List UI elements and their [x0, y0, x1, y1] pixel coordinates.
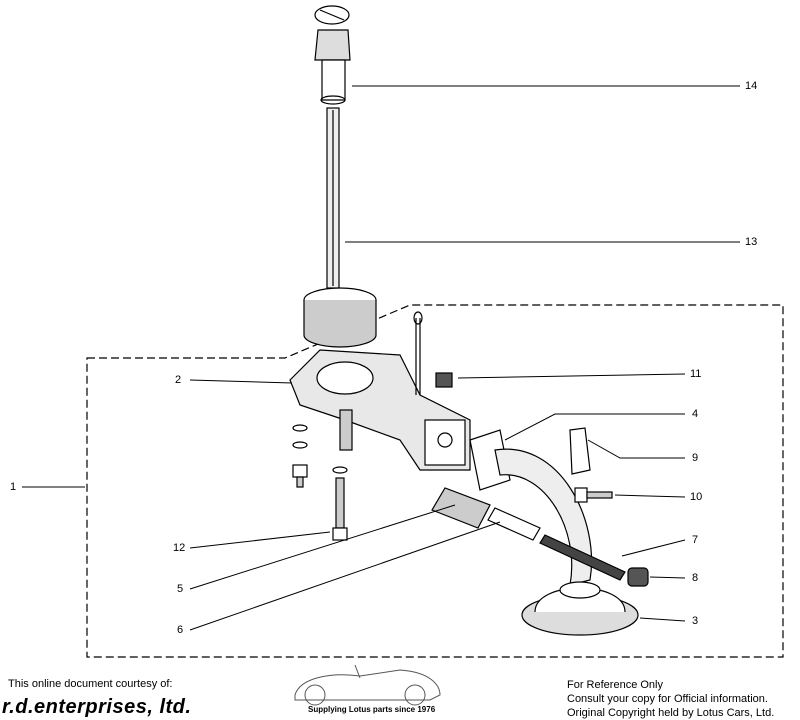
callout-14: 14 [745, 80, 758, 92]
lotus-car-logo [294, 664, 441, 706]
spring-part [539, 534, 626, 581]
rotor-part [303, 287, 377, 348]
mounting-bolts-part [292, 424, 348, 541]
callout-12: 12 [173, 542, 186, 554]
callout-8: 8 [692, 572, 699, 584]
reference-line-2: Consult your copy for Official informati… [567, 693, 768, 705]
reference-line-3: Original Copyright held by Lotus Cars, L… [567, 707, 775, 719]
callout-5: 5 [177, 583, 184, 595]
callout-4: 4 [692, 408, 699, 420]
strainer-part [521, 581, 639, 636]
pump-body-part [289, 349, 471, 471]
callout-9: 9 [692, 452, 699, 464]
tagline: Supplying Lotus parts since 1976 [308, 705, 436, 714]
callout-10: 10 [690, 491, 703, 503]
assembly-boundary [86, 304, 784, 658]
bolt-part [574, 487, 613, 503]
plug-part [435, 372, 453, 388]
callout-13: 13 [745, 236, 758, 248]
split-pin-part [415, 318, 421, 395]
sleeve-part [431, 487, 491, 529]
cap-part [627, 567, 649, 587]
brand-name: r.d.enterprises, ltd. [2, 696, 192, 718]
callout-2: 2 [175, 374, 182, 386]
bracket-part [569, 427, 591, 475]
callout-11: 11 [690, 368, 702, 380]
callout-3: 3 [692, 615, 699, 627]
callout-6: 6 [177, 624, 184, 636]
drive-gear-part [314, 5, 351, 105]
courtesy-text: This online document courtesy of: [8, 678, 173, 690]
callout-1: 1 [10, 481, 17, 493]
callout-7: 7 [692, 534, 699, 546]
reference-line-1: For Reference Only [567, 679, 663, 691]
pin-part [487, 507, 541, 541]
drive-shaft-part [326, 107, 340, 289]
leader-lines [22, 85, 740, 631]
